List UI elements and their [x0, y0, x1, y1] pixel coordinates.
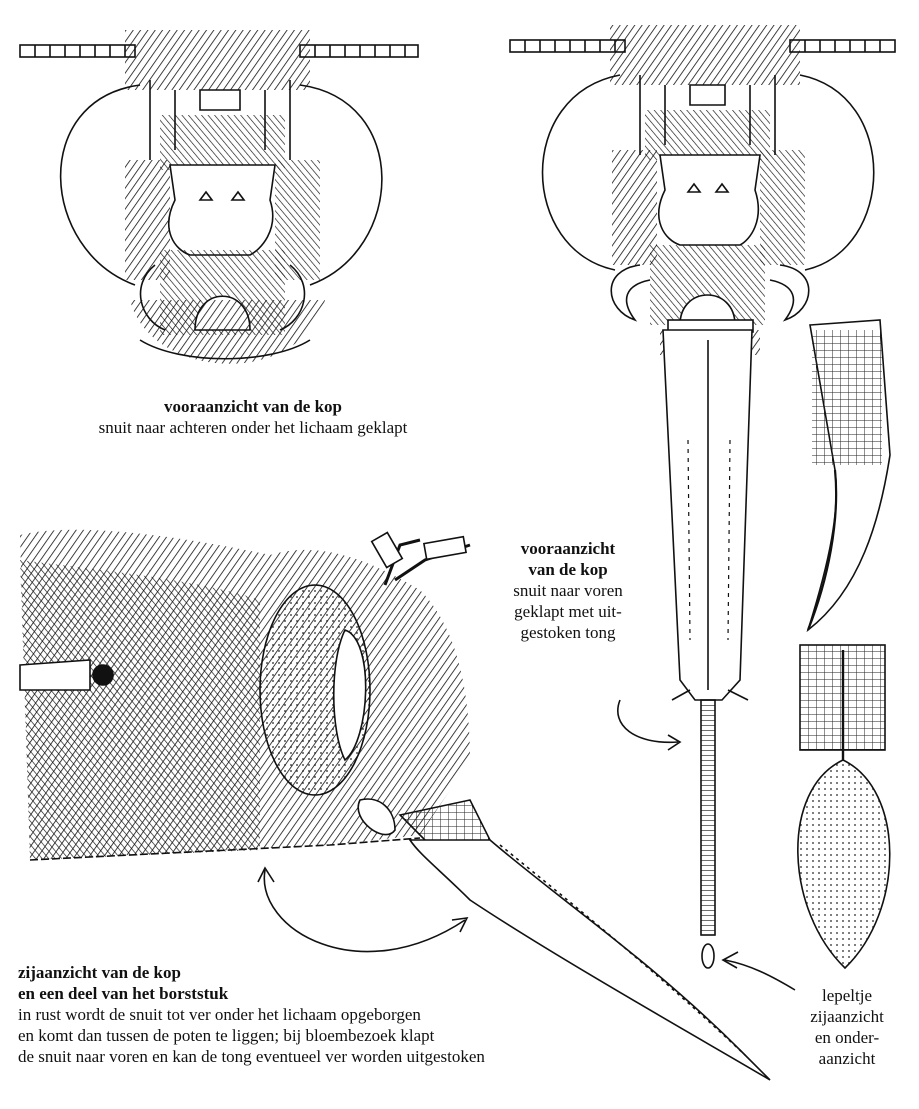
- caption-spoon-3: en onder-: [782, 1027, 912, 1048]
- eye-left: [543, 75, 621, 270]
- caption-front-extended: vooraanzicht van de kop snuit naar voren…: [488, 538, 648, 643]
- caption-spoon-2: zijaanzicht: [782, 1006, 912, 1027]
- caption-front-extended-title-1: vooraanzicht: [488, 538, 648, 559]
- caption-side-view: zijaanzicht van de kop en een deel van h…: [18, 962, 718, 1067]
- caption-side-title-1: zijaanzicht van de kop: [18, 962, 718, 983]
- caption-front-extended-desc-1: snuit naar voren: [488, 580, 648, 601]
- antenna-left: [510, 40, 625, 52]
- caption-spoon-4: aanzicht: [782, 1048, 912, 1069]
- caption-front-extended-desc-2: geklapt met uit-: [488, 601, 648, 622]
- caption-side-title-2: en een deel van het borststuk: [18, 983, 718, 1004]
- caption-side-desc-1: in rust wordt de snuit tot ver onder het…: [18, 1004, 718, 1025]
- caption-spoon-1: lepeltje: [782, 985, 912, 1006]
- caption-front-extended-title-2: van de kop: [488, 559, 648, 580]
- caption-side-desc-3: de snuit naar voren en kan de tong event…: [18, 1046, 718, 1067]
- antenna-right: [300, 45, 418, 57]
- caption-front-extended-desc-3: gestoken tong: [488, 622, 648, 643]
- caption-front-folded-desc: snuit naar achteren onder het lichaam ge…: [18, 417, 488, 438]
- caption-front-folded-title: vooraanzicht van de kop: [18, 396, 488, 417]
- spoon-views: [798, 320, 890, 968]
- caption-front-folded: vooraanzicht van de kop snuit naar achte…: [18, 396, 488, 438]
- antenna-right: [790, 40, 895, 52]
- caption-spoon: lepeltje zijaanzicht en onder- aanzicht: [782, 985, 912, 1069]
- eye-right: [800, 75, 874, 270]
- head-front-folded: [20, 30, 418, 364]
- caption-side-desc-2: en komt dan tussen de poten te liggen; b…: [18, 1025, 718, 1046]
- antenna-left: [20, 45, 135, 57]
